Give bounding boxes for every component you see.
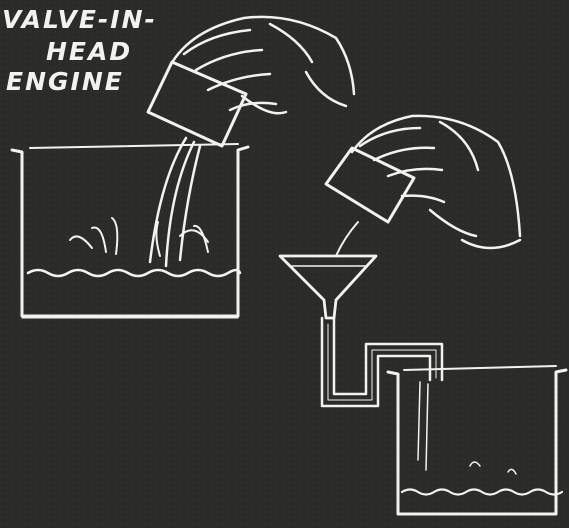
title-line-2: HEAD (46, 38, 132, 66)
title-line-1: VALVE-IN- (2, 6, 157, 34)
title-line-3: ENGINE (6, 68, 124, 96)
